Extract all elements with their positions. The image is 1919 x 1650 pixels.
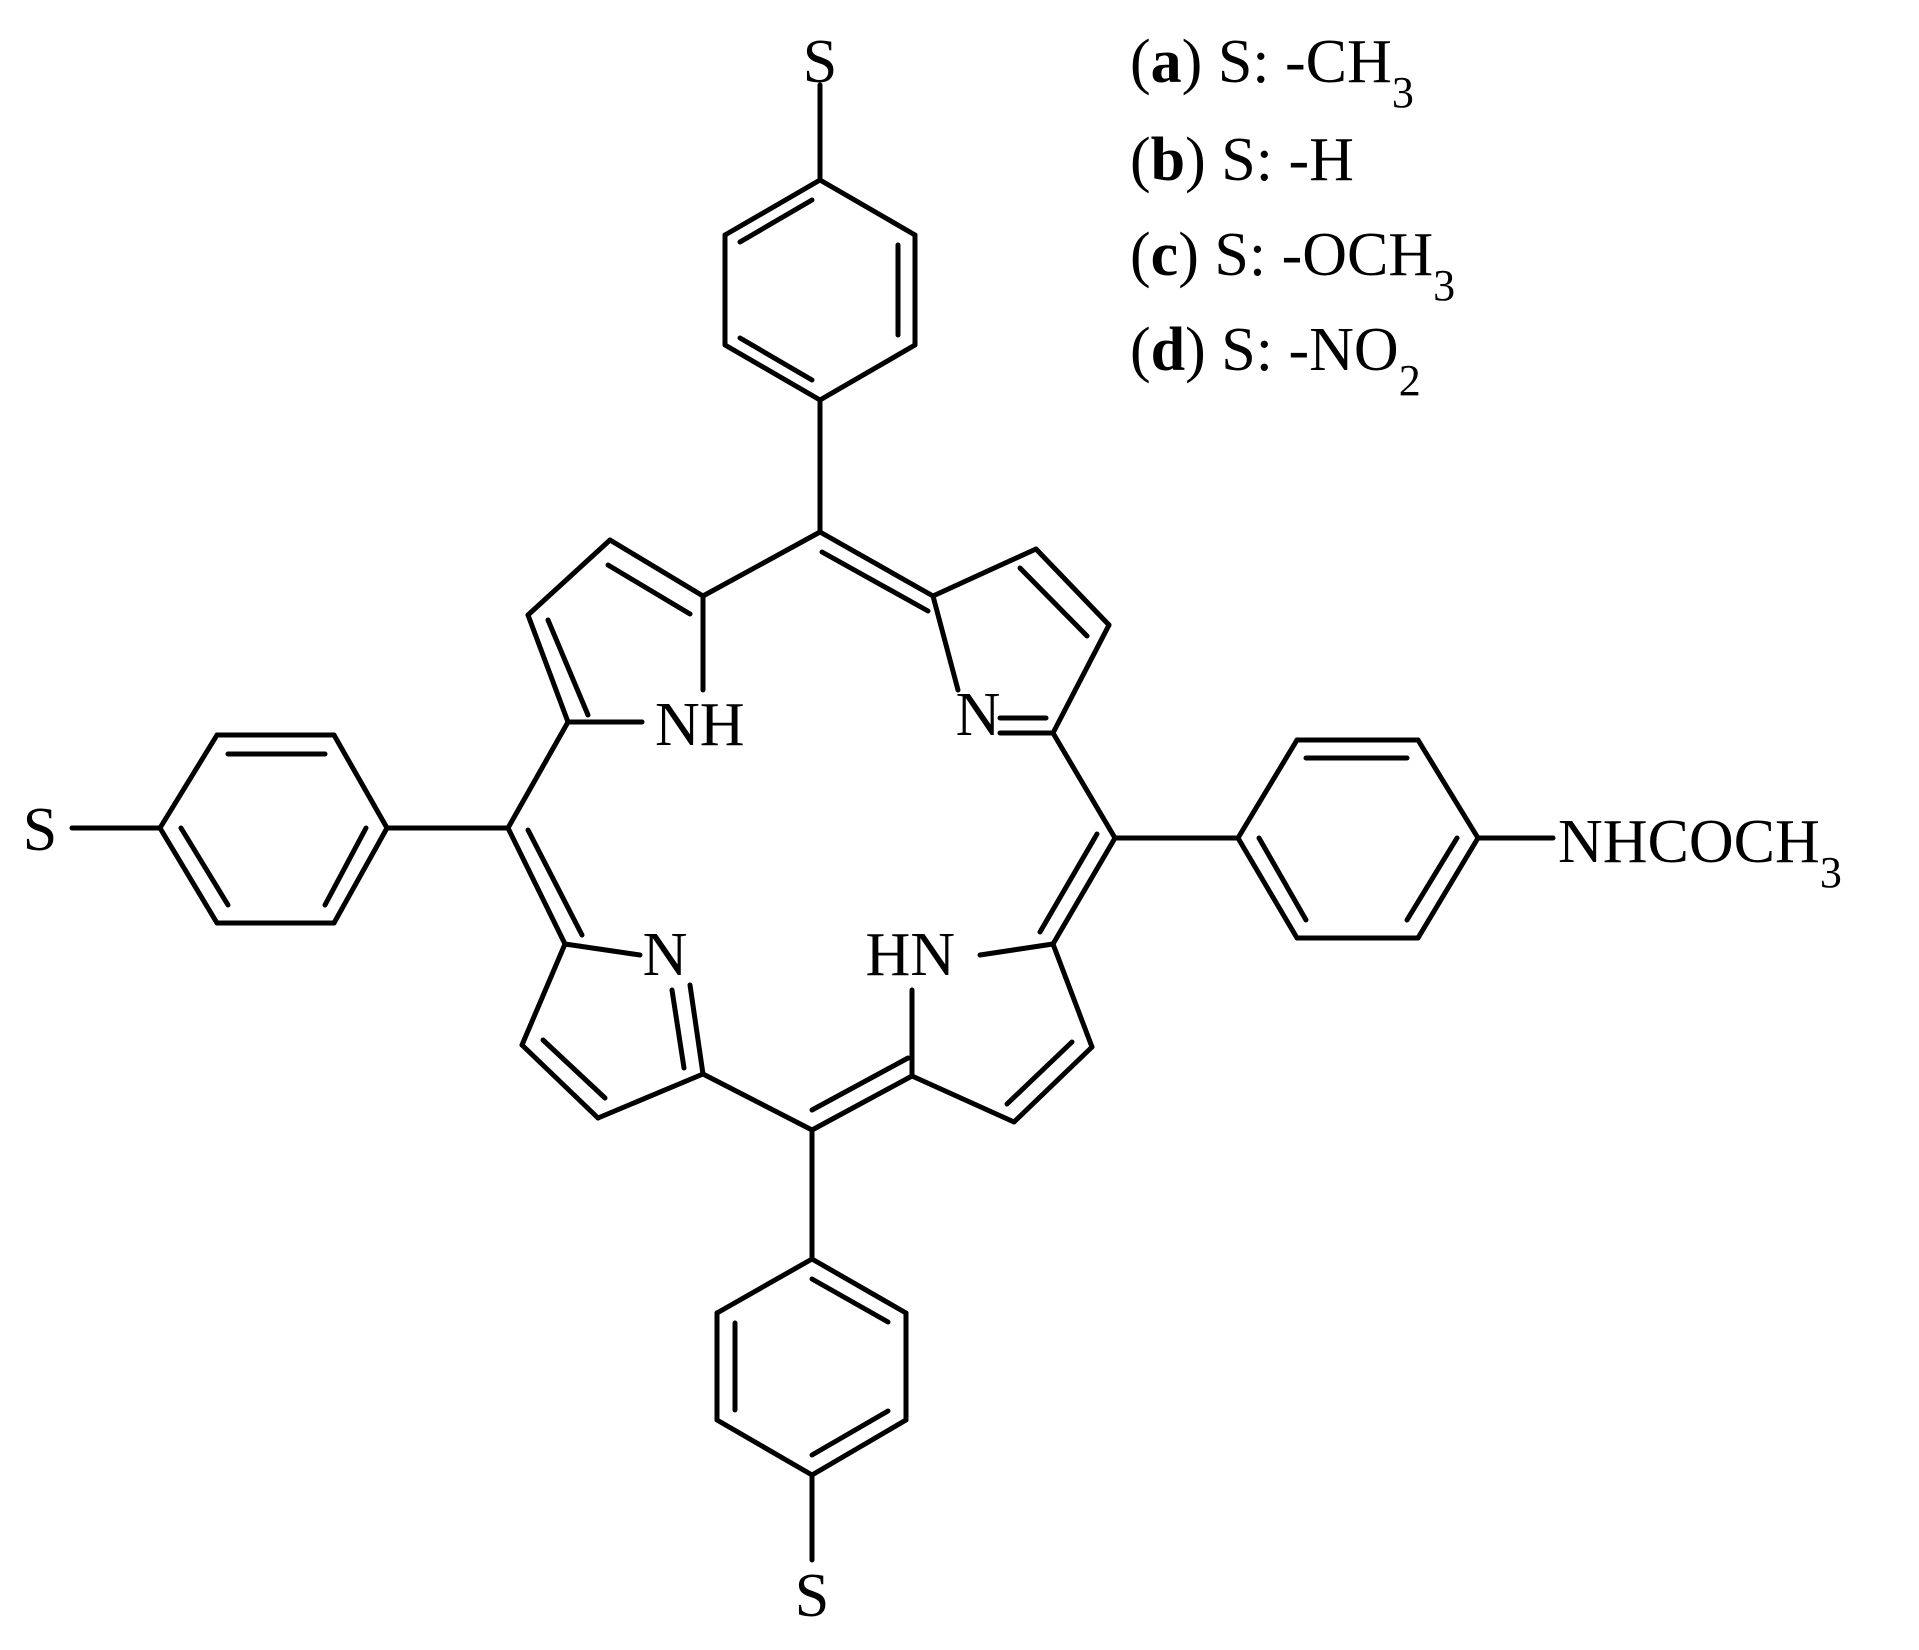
atom-label-nhcoch3: NHCOCH3 bbox=[1558, 808, 1842, 897]
atom-label-s-left: S bbox=[23, 796, 57, 864]
bond-lines bbox=[69, 82, 1556, 1563]
atom-label-n-upper-right: N bbox=[956, 681, 1001, 749]
legend-item-a: (a) S: -CH3 bbox=[1130, 28, 1414, 117]
legend-item-b: (b) S: -H bbox=[1130, 126, 1354, 194]
legend-item-d: (d) S: -NO2 bbox=[1130, 316, 1421, 405]
legend-item-c: (c) S: -OCH3 bbox=[1130, 221, 1455, 310]
atom-label-hn-lower-right: HN bbox=[865, 921, 955, 989]
substituent-legend: (a) S: -CH3 (b) S: -H (c) S: -OCH3 (d) S… bbox=[1130, 28, 1455, 405]
atom-label-n-lower-left: N bbox=[643, 921, 688, 989]
atom-label-s-bottom: S bbox=[795, 1562, 829, 1630]
atom-label-s-top: S bbox=[803, 28, 837, 96]
atom-label-nh-upper-left: NH bbox=[655, 691, 745, 759]
